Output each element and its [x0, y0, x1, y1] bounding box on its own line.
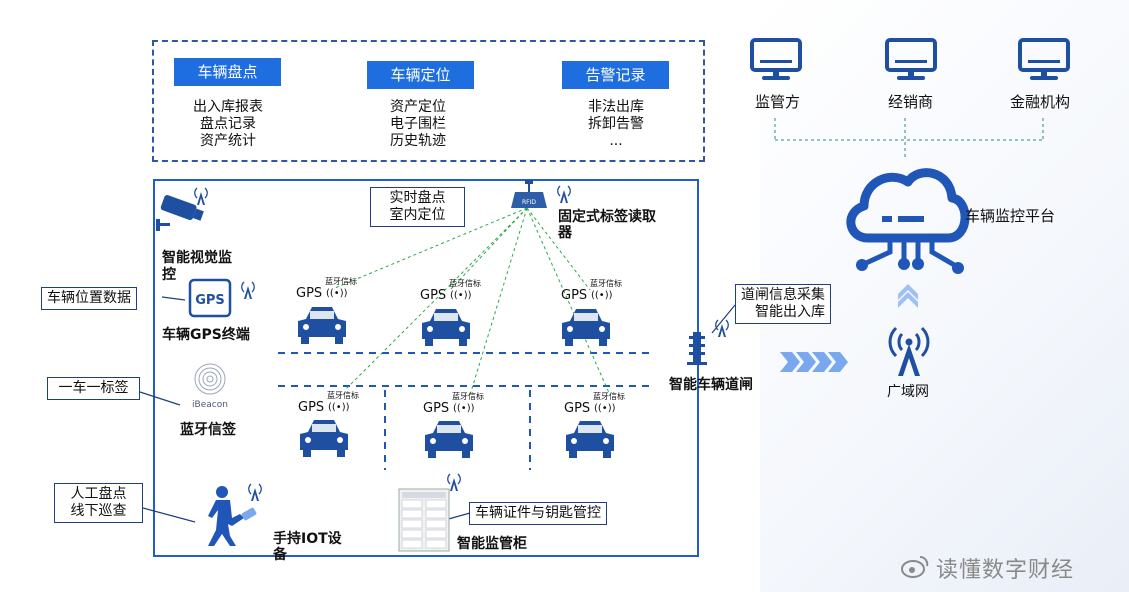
monitor-icon: [750, 38, 802, 82]
manual-callout: 人工盘点 线下巡查: [54, 483, 143, 523]
car-gps-label: GPS: [561, 288, 588, 303]
car-icon: [420, 307, 472, 347]
vehicle-position-callout: 车辆位置数据: [41, 287, 137, 310]
module-list-alarm: 非法出库 拆卸告警 ...: [566, 99, 666, 150]
ibeacon-icon: iBeacon: [190, 362, 230, 410]
wifi-icon: ((•)): [453, 403, 475, 414]
handheld-person-icon: [200, 484, 266, 546]
barrier-gate-icon: [685, 330, 709, 366]
callout-line: 线下巡查: [70, 503, 127, 519]
gps-terminal-label: 车辆GPS终端: [162, 327, 250, 343]
monitor-icon: [885, 38, 937, 82]
monitor-icon: [1018, 38, 1070, 82]
car-gps-label: GPS: [296, 286, 323, 301]
camera-label: 智能视觉监控: [162, 250, 232, 283]
barrier-label: 智能车辆道闸: [669, 377, 753, 393]
wifi-icon: ((•)): [328, 402, 350, 413]
terminal-label: 监管方: [755, 93, 801, 111]
gps-terminal-icon: GPS: [188, 278, 232, 318]
car-beacon-label: 蓝牙信标: [590, 279, 622, 288]
watermark-text: 读懂数字财经: [936, 558, 1075, 583]
signal-icon: [446, 472, 462, 492]
signal-icon: [240, 280, 256, 300]
car-beacon-label: 蓝牙信标: [325, 277, 357, 286]
car-beacon-label: 蓝牙信标: [327, 391, 359, 400]
rfid-reader-icon: RFID: [509, 180, 549, 210]
car-beacon-label: 蓝牙信标: [593, 392, 625, 401]
rfid-device-text: RFID: [522, 199, 536, 206]
signal-icon: [247, 482, 263, 502]
gps-icon-text: GPS: [195, 293, 225, 308]
rfid-label: 固定式标签读取器: [558, 209, 656, 241]
car-icon: [296, 305, 348, 345]
network-label: 广域网: [887, 384, 929, 400]
ibeacon-text: iBeacon: [192, 400, 228, 410]
car-gps-label: GPS: [564, 401, 591, 416]
module-item: 出入库报表: [193, 99, 263, 115]
module-list-inventory: 出入库报表 盘点记录 资产统计: [178, 99, 278, 150]
callout-line: 实时盘点: [389, 190, 446, 206]
callout-line: 人工盘点: [70, 486, 127, 502]
callout-line: 室内定位: [389, 207, 446, 223]
wifi-icon: ((•)): [326, 288, 348, 299]
cabinet-icon: [398, 488, 450, 552]
module-item: 拆卸告警: [588, 116, 644, 132]
wifi-icon: ((•)): [450, 290, 472, 301]
car-icon: [560, 307, 612, 347]
car-gps-label: GPS: [423, 401, 450, 416]
module-item: 历史轨迹: [390, 133, 446, 149]
terminal-label: 金融机构: [1010, 93, 1071, 111]
signal-icon: [193, 186, 209, 206]
car-gps-label: GPS: [298, 400, 325, 415]
car-beacon-label: 蓝牙信标: [452, 392, 484, 401]
module-title-location: 车辆定位: [367, 61, 474, 89]
signal-icon: [556, 184, 572, 204]
camera-icon: [154, 193, 210, 233]
car-icon: [298, 418, 350, 458]
car-beacon-label: 蓝牙信标: [449, 279, 481, 288]
module-item: 资产定位: [390, 99, 446, 115]
terminal-label: 经销商: [888, 93, 934, 111]
car-gps-label: GPS: [420, 288, 447, 303]
wifi-icon: ((•)): [591, 290, 613, 301]
cabinet-callout: 车辆证件与钥匙管控: [469, 502, 607, 525]
module-item: 电子围栏: [390, 116, 446, 132]
antenna-tower-icon: [884, 322, 934, 378]
module-item: 非法出库: [588, 99, 644, 115]
module-list-location: 资产定位 电子围栏 历史轨迹: [368, 99, 468, 150]
callout-line: 智能出入库: [755, 304, 825, 320]
signal-icon: [714, 318, 730, 338]
cabinet-label: 智能监管柜: [457, 536, 527, 552]
car-icon: [564, 419, 616, 459]
module-item: 盘点记录: [200, 116, 256, 132]
rfid-callout: 实时盘点 室内定位: [370, 187, 465, 227]
handheld-label: 手持IOT设备: [273, 531, 342, 563]
platform-label: 车辆监控平台: [965, 207, 1056, 225]
parking-site-box: [153, 179, 699, 557]
barrier-callout: 道闸信息采集 智能出入库: [735, 284, 831, 324]
car-icon: [423, 419, 475, 459]
wifi-icon: ((•)): [594, 403, 616, 414]
module-panel: [152, 40, 705, 162]
module-title-inventory: 车辆盘点: [174, 58, 281, 86]
weibo-logo-icon: [900, 553, 930, 579]
module-title-alarm: 告警记录: [562, 61, 669, 89]
module-item: 资产统计: [200, 133, 256, 149]
one-tag-callout: 一车一标签: [47, 377, 140, 400]
callout-line: 道闸信息采集: [741, 287, 825, 303]
bluetooth-tag-label: 蓝牙信签: [180, 422, 236, 438]
module-item: ...: [609, 133, 623, 149]
cloud-platform-icon: [838, 160, 970, 280]
